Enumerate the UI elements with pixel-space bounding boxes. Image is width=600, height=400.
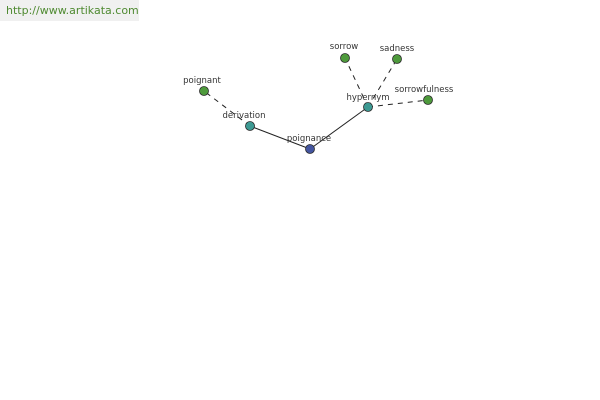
label-poignance[interactable]: poignance (287, 134, 331, 144)
edge-poignance-derivation (249, 125, 311, 150)
edge-poignance-hypernym (309, 106, 369, 150)
node-poignant[interactable] (199, 86, 209, 96)
node-sorrowfulness[interactable] (423, 95, 433, 105)
graph-edges (203, 57, 429, 150)
edge-hypernym-sorrowfulness (367, 99, 429, 108)
label-hypernym[interactable]: hypernym (346, 93, 389, 103)
label-poignant[interactable]: poignant (183, 76, 221, 86)
label-sorrow[interactable]: sorrow (330, 42, 358, 52)
node-derivation[interactable] (245, 121, 255, 131)
graph-labels: poignance derivation hypernym poignant sorro… (183, 42, 454, 144)
node-sadness[interactable] (392, 54, 402, 64)
label-sorrowfulness[interactable]: sorrowfulness (395, 85, 454, 95)
graph-nodes (199, 53, 433, 154)
node-poignance[interactable] (305, 144, 315, 154)
url-banner[interactable]: http://www.artikata.com (0, 0, 139, 21)
label-sadness[interactable]: sadness (380, 44, 415, 54)
site-url-link[interactable]: http://www.artikata.com (6, 4, 139, 17)
label-derivation[interactable]: derivation (222, 111, 265, 121)
node-hypernym[interactable] (363, 102, 373, 112)
node-sorrow[interactable] (340, 53, 350, 63)
